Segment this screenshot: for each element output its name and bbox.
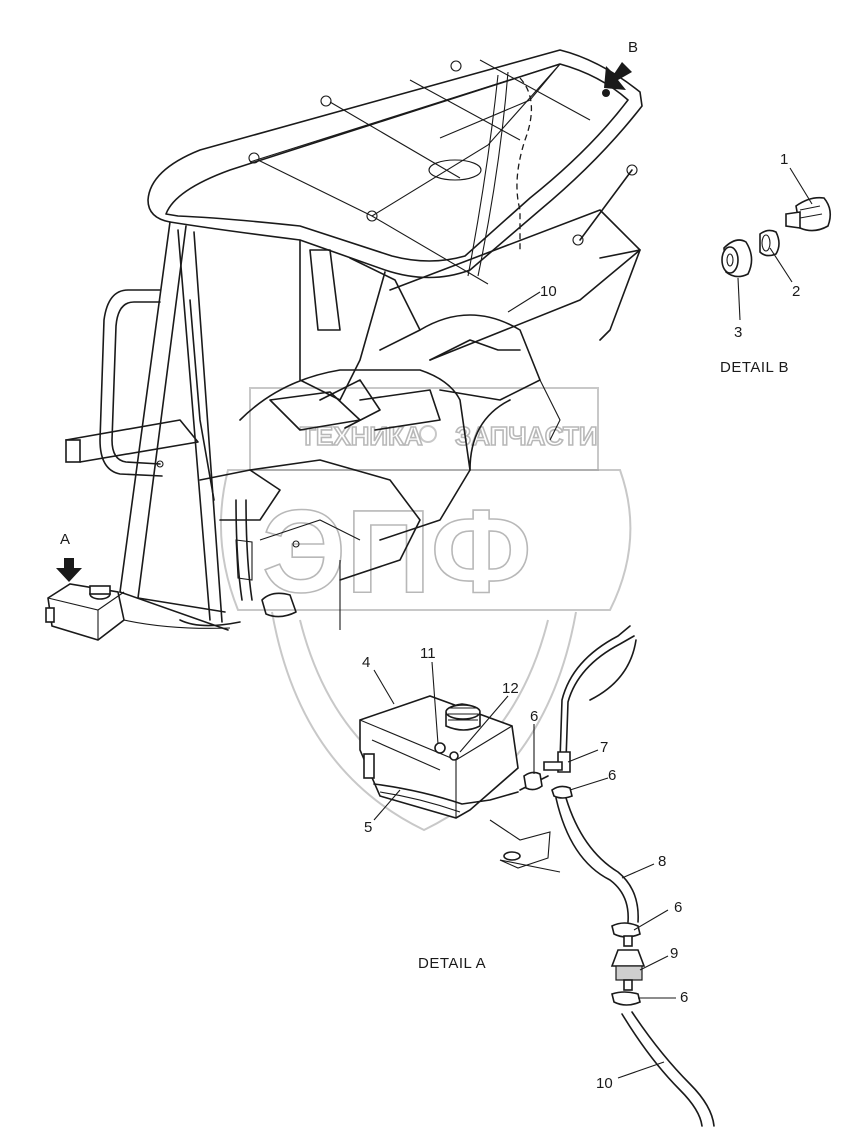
callout-6-a: 6 <box>530 708 538 725</box>
callout-6-d: 6 <box>680 989 688 1006</box>
callout-2: 2 <box>792 283 800 300</box>
nozzle-part-1 <box>795 196 832 232</box>
washer-nozzle-location <box>602 89 610 97</box>
callout-10-b: 10 <box>596 1075 613 1092</box>
hose-assembly <box>523 625 715 1127</box>
watermark: ТЕХНИКА ЗАПЧАСТИ ЭПФ <box>219 387 632 832</box>
callouts: 1 2 3 4 5 6 6 6 6 7 8 9 10 10 11 12 <box>362 151 800 1092</box>
callout-11: 11 <box>420 645 436 662</box>
overview-washer-reservoir <box>45 583 231 641</box>
watermark-right-text: ЗАПЧАСТИ <box>455 421 598 451</box>
cab-frame <box>65 209 641 631</box>
caption-detail-a: DETAIL A <box>418 955 486 972</box>
callout-6-b: 6 <box>608 767 616 784</box>
callout-5: 5 <box>364 819 372 836</box>
arrow-a-icon <box>56 558 82 582</box>
callout-10-a: 10 <box>540 283 557 300</box>
detail-b-nozzle-parts <box>721 196 832 278</box>
watermark-gear-icon <box>419 425 437 443</box>
callout-12: 12 <box>502 680 519 697</box>
callout-4: 4 <box>362 654 370 671</box>
callout-8: 8 <box>658 853 666 870</box>
leader-lines <box>373 167 813 1079</box>
watermark-logo: ЭПФ <box>262 486 531 618</box>
cab-roof <box>147 49 643 285</box>
view-arrow-a: A <box>56 531 82 582</box>
view-arrow-b: B <box>604 39 638 90</box>
caption-detail-b: DETAIL B <box>720 359 789 376</box>
detail-a-washer-reservoir <box>359 695 561 873</box>
view-b-label: B <box>628 39 638 56</box>
callout-1: 1 <box>780 151 788 168</box>
callout-7: 7 <box>600 739 608 756</box>
arrow-b-icon <box>604 62 632 90</box>
callout-6-c: 6 <box>674 899 682 916</box>
view-a-label: A <box>60 531 70 548</box>
callout-9: 9 <box>670 945 678 962</box>
callout-3: 3 <box>734 324 742 341</box>
